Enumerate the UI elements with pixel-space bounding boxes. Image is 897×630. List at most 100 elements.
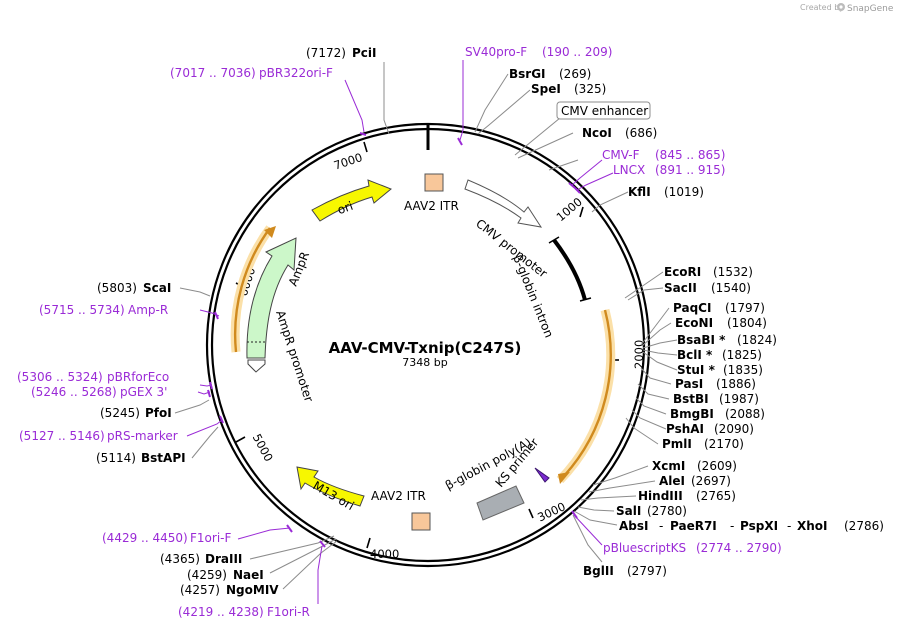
enzyme-econi-name[interactable]: EcoNI bbox=[675, 316, 713, 330]
cmv-promoter-feature[interactable] bbox=[464, 179, 543, 228]
enzyme-pmli-name[interactable]: PmlI bbox=[662, 437, 692, 451]
insert-feature[interactable] bbox=[563, 309, 612, 477]
enzyme-naei-name[interactable]: NaeI bbox=[233, 568, 264, 582]
enzyme-pshai-name[interactable]: PshAI bbox=[666, 422, 704, 436]
multisite-enzyme-row: AbsI - PaeR7I - PspXI - XhoI (2786) bbox=[619, 519, 884, 533]
enzyme-xcmi-pos: (2609) bbox=[697, 459, 737, 473]
enzyme-bsabi-pos: (1824) bbox=[737, 333, 777, 347]
primer-f1orir-range: (4219 .. 4238) bbox=[178, 605, 264, 619]
primer-lncx-name[interactable]: LNCX bbox=[613, 163, 645, 177]
enzyme-pasi-pos: (1886) bbox=[716, 377, 756, 391]
aav2-itr-bottom-feature[interactable] bbox=[411, 512, 431, 531]
insert-arrowhead bbox=[558, 472, 570, 484]
enzyme-naei-pos: (4259) bbox=[187, 568, 227, 582]
primer-lncx-range: (891 .. 915) bbox=[655, 163, 725, 177]
enzyme-sacii-name[interactable]: SacII bbox=[664, 281, 697, 295]
primer-prsmarker-name[interactable]: pRS-marker bbox=[107, 429, 178, 443]
primer-f1orir-name[interactable]: F1ori-R bbox=[267, 605, 310, 619]
aav2-itr-top-feature[interactable] bbox=[424, 173, 444, 192]
intron-feature[interactable] bbox=[552, 238, 587, 301]
enzyme-scai-pos: (5803) bbox=[97, 281, 137, 295]
backbone-outer bbox=[205, 122, 651, 568]
enzyme-sali-name[interactable]: SalI bbox=[616, 504, 641, 518]
enzyme-alei-name[interactable]: AleI bbox=[659, 474, 685, 488]
m13-ori-feature[interactable] bbox=[296, 466, 365, 507]
primer-f1orif-name[interactable]: F1ori-F bbox=[190, 531, 231, 545]
primer-pbrforeco-name[interactable]: pBRforEco bbox=[107, 370, 169, 384]
enzyme-pmli-pos: (2170) bbox=[704, 437, 744, 451]
enzyme-kfli-name[interactable]: KflI bbox=[628, 185, 651, 199]
enzyme-pcii-pos: (7172) bbox=[306, 46, 346, 60]
left-segment-arrowhead bbox=[264, 226, 276, 238]
ks-primer-feature[interactable] bbox=[534, 467, 550, 483]
enzyme-paqci-pos: (1797) bbox=[725, 301, 765, 315]
enzyme-bmgbi-pos: (2088) bbox=[725, 407, 765, 421]
enzyme-bcli-name[interactable]: BclI * bbox=[677, 348, 713, 362]
plasmid-name: AAV-CMV-Txnip(C247S) bbox=[329, 339, 522, 357]
primer-pbluescriptks-range: (2774 .. 2790) bbox=[696, 541, 782, 555]
primer-cmvf-name[interactable]: CMV-F bbox=[602, 148, 640, 162]
multisite-pos: (2786) bbox=[844, 519, 884, 533]
enzyme-stui-pos: (1835) bbox=[723, 363, 763, 377]
primer-prsmarker-range: (5127 .. 5146) bbox=[19, 429, 105, 443]
primer-pbr322-name[interactable]: pBR322ori-F bbox=[259, 66, 333, 80]
multisite-separator-2: - bbox=[730, 519, 734, 533]
tick-5000: 5000 bbox=[250, 431, 276, 463]
enzyme-scai-name[interactable]: ScaI bbox=[143, 281, 171, 295]
multisite-separator-1: - bbox=[659, 519, 663, 533]
primer-pgex3-name[interactable]: pGEX 3' bbox=[120, 385, 167, 399]
plasmid-size: 7348 bp bbox=[402, 356, 447, 369]
ori-feature[interactable] bbox=[311, 179, 392, 222]
primer-f1orif-range: (4429 .. 4450) bbox=[102, 531, 188, 545]
enzyme-xcmi-name[interactable]: XcmI bbox=[652, 459, 685, 473]
cmv-enhancer-callout[interactable]: CMV enhancer bbox=[514, 101, 651, 156]
aav2-itr-bottom-label: AAV2 ITR bbox=[371, 489, 426, 503]
primer-ampr-range: (5715 .. 5734) bbox=[39, 303, 125, 317]
primer-ampr-name[interactable]: Amp-R bbox=[128, 303, 168, 317]
enzyme-stui-name[interactable]: StuI * bbox=[677, 363, 716, 377]
enzyme-ecori-name[interactable]: EcoRI bbox=[664, 265, 701, 279]
primer-pbluescriptks-name[interactable]: pBluescriptKS bbox=[603, 541, 686, 555]
enzyme-spei-name[interactable]: SpeI bbox=[531, 82, 561, 96]
enzyme-kfli-pos: (1019) bbox=[664, 185, 704, 199]
primer-sv40-name[interactable]: SV40pro-F bbox=[465, 45, 527, 59]
primer-sv40-range: (190 .. 209) bbox=[542, 45, 612, 59]
polya-feature[interactable] bbox=[476, 485, 525, 521]
tick-2000: 2000 bbox=[632, 340, 646, 369]
enzyme-ngomiv-name[interactable]: NgoMIV bbox=[226, 583, 279, 597]
ori-label: ori bbox=[335, 199, 354, 217]
enzyme-pspxi-name[interactable]: PspXI bbox=[740, 519, 778, 533]
ampr-promoter-label: AmpR promoter bbox=[273, 309, 316, 404]
enzyme-alei-pos: (2697) bbox=[691, 474, 731, 488]
enzyme-bglii-pos: (2797) bbox=[627, 564, 667, 578]
enzyme-hindiii-name[interactable]: HindIII bbox=[638, 489, 683, 503]
enzyme-bcli-pos: (1825) bbox=[722, 348, 762, 362]
enzyme-bglii-name[interactable]: BglII bbox=[583, 564, 614, 578]
ampr-feature[interactable] bbox=[246, 237, 297, 359]
enzyme-absi-name[interactable]: AbsI bbox=[619, 519, 648, 533]
enzyme-draiii-pos: (4365) bbox=[160, 552, 200, 566]
enzyme-xhoi-name[interactable]: XhoI bbox=[797, 519, 828, 533]
enzyme-bsabi-name[interactable]: BsaBI * bbox=[677, 333, 726, 347]
primer-pbr322-range: (7017 .. 7036) bbox=[170, 66, 256, 80]
tick-1000: 1000 bbox=[554, 195, 585, 225]
brand-text[interactable]: SnapGene bbox=[847, 4, 894, 14]
enzyme-bstbi-name[interactable]: BstBI bbox=[673, 392, 709, 406]
enzyme-pasi-name[interactable]: PasI bbox=[675, 377, 703, 391]
enzyme-bsrgi-name[interactable]: BsrGI bbox=[509, 67, 546, 81]
primer-pgex3-range: (5246 .. 5268) bbox=[31, 385, 117, 399]
enzyme-bstapi-name[interactable]: BstAPI bbox=[141, 451, 186, 465]
ampr-promoter-feature[interactable] bbox=[247, 359, 266, 373]
enzyme-pcii-name[interactable]: PciI bbox=[352, 46, 377, 60]
enzyme-paqci-name[interactable]: PaqCI bbox=[673, 301, 711, 315]
enzyme-paer7i-name[interactable]: PaeR7I bbox=[670, 519, 717, 533]
insert-glow bbox=[556, 308, 616, 484]
enzyme-sacii-pos: (1540) bbox=[711, 281, 751, 295]
left-segment-feature[interactable] bbox=[233, 227, 271, 353]
enzyme-ngomiv-pos: (4257) bbox=[180, 583, 220, 597]
enzyme-ncoi-name[interactable]: NcoI bbox=[582, 126, 612, 140]
aav2-itr-top-label: AAV2 ITR bbox=[404, 199, 459, 213]
enzyme-pfoi-name[interactable]: PfoI bbox=[145, 406, 172, 420]
enzyme-draiii-name[interactable]: DraIII bbox=[205, 552, 242, 566]
enzyme-bmgbi-name[interactable]: BmgBI bbox=[670, 407, 714, 421]
